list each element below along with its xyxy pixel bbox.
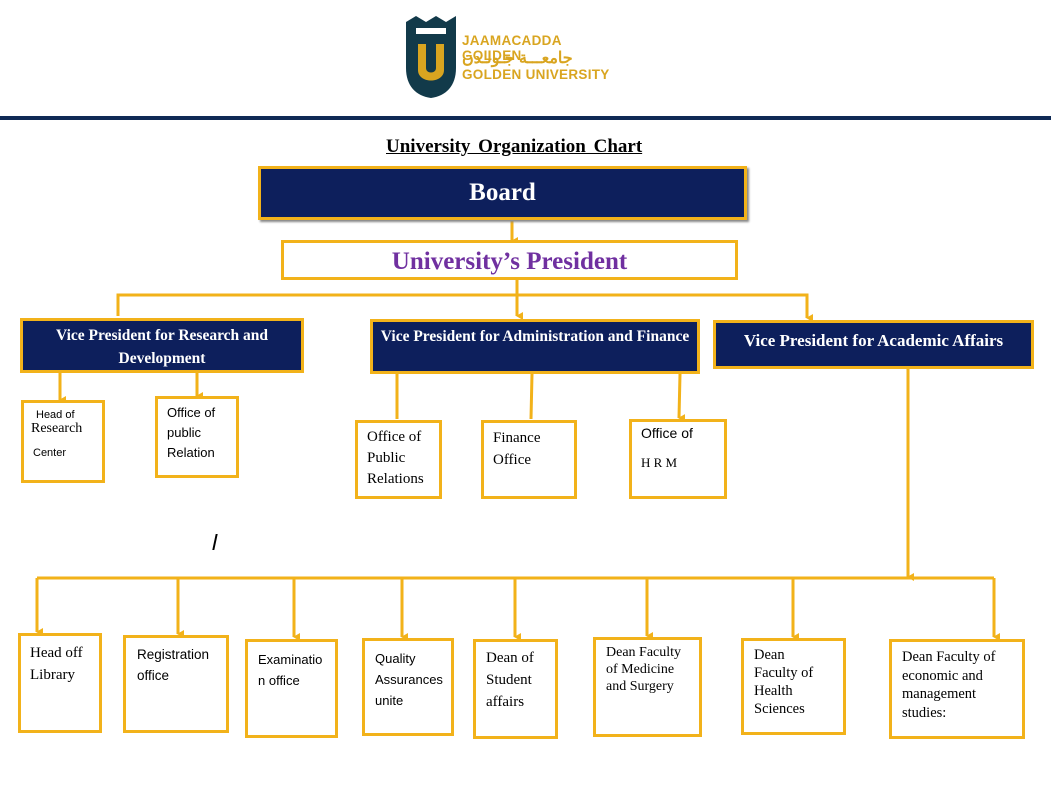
- vp-academic-box: Vice President for Academic Affairs: [713, 320, 1034, 369]
- finance-office-box: Finance Office: [481, 420, 577, 499]
- dean-student-affairs-box: Dean of Student affairs: [473, 639, 558, 739]
- head-research-line2: Research: [31, 421, 83, 436]
- office-hrm-box: Office of H R M: [629, 419, 727, 499]
- logo-text-somali: JAAMACADDA GOLDEN: [462, 33, 562, 63]
- examination-office-box: Examinatio n office: [245, 639, 338, 738]
- office-public-relation-label: Office of public Relation: [167, 405, 216, 460]
- vp-academic-label: Vice President for Academic Affairs: [743, 331, 1004, 350]
- board-label: Board: [469, 179, 536, 206]
- vp-admin-label: Vice President for Administration and Fi…: [380, 328, 690, 345]
- chart-title: University Organization Chart: [386, 136, 643, 157]
- logo-text-arabic: جامعـــة جـولـدن: [462, 50, 573, 67]
- president-box: University’s President: [281, 240, 738, 280]
- shield-icon: [406, 16, 456, 98]
- office-public-relations-box: Office of Public Relations: [355, 420, 442, 499]
- quality-assurances-box: Quality Assurances unite: [362, 638, 454, 736]
- office-hrm-line2: H R M: [641, 455, 678, 470]
- dean-medicine-label: Dean Faculty of Medicine and Surgery: [606, 645, 682, 694]
- head-research-line3: Center: [33, 447, 67, 459]
- head-research-line1: Head of: [36, 409, 75, 421]
- examination-office-label: Examinatio n office: [258, 652, 323, 688]
- office-public-relations-label: Office of Public Relations: [367, 429, 424, 487]
- dean-economic-label: Dean Faculty of economic and management …: [902, 649, 996, 721]
- vp-admin-box: Vice President for Administration and Fi…: [370, 319, 700, 374]
- dean-health-box: Dean Faculty of Health Sciences: [741, 638, 846, 735]
- registration-office-box: Registration office: [123, 635, 229, 733]
- vp-research-label: Vice President for Research and Developm…: [55, 327, 269, 367]
- head-research-center-box: Head of Research Center: [21, 400, 105, 483]
- president-label: University’s President: [391, 248, 628, 275]
- logo-text-english: GOLDEN UNIVERSITY: [462, 67, 610, 82]
- finance-office-label: Finance Office: [493, 430, 541, 468]
- dean-student-affairs-label: Dean of Student affairs: [486, 650, 534, 710]
- dean-medicine-box: Dean Faculty of Medicine and Surgery: [593, 637, 702, 737]
- office-public-relation-box: Office of public Relation: [155, 396, 239, 478]
- quality-assurances-label: Quality Assurances unite: [375, 651, 443, 708]
- head-library-label: Head off Library: [30, 645, 83, 683]
- board-box: Board: [258, 166, 747, 220]
- university-logo: JAAMACADDA GOLDEN جامعـــة جـولـدن GOLDE…: [402, 16, 617, 100]
- header-divider: [0, 116, 1051, 120]
- registration-office-label: Registration office: [137, 647, 210, 683]
- vp-research-box: Vice President for Research and Developm…: [20, 318, 304, 373]
- head-library-box: Head off Library: [18, 633, 102, 733]
- dean-economic-box: Dean Faculty of economic and management …: [889, 639, 1025, 739]
- office-hrm-line1: Office of: [641, 425, 693, 441]
- dean-health-label: Dean Faculty of Health Sciences: [754, 647, 814, 717]
